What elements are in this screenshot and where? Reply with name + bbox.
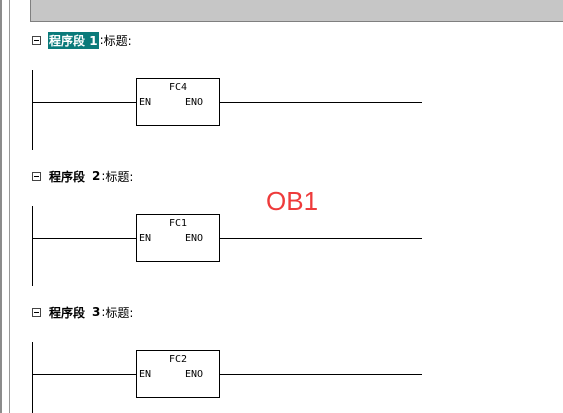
network-header[interactable]: 程序段 2 : 标题: (30, 168, 133, 184)
power-rail (32, 70, 33, 150)
function-block-fc2[interactable]: FC2 EN ENO (136, 350, 220, 398)
eno-pin: ENO (184, 97, 203, 108)
input-wire (32, 238, 136, 239)
collapse-minus-icon[interactable] (32, 171, 41, 181)
en-pin: EN (139, 369, 152, 380)
collapse-minus-icon[interactable] (32, 307, 41, 317)
network-1: 程序段 1 : 标题: FC4 EN ENO (0, 31, 563, 152)
network-label[interactable]: 程序段 (49, 169, 86, 184)
block-name: FC2 (168, 354, 188, 365)
power-rail (32, 342, 33, 413)
block-name: FC4 (168, 82, 188, 93)
function-block-fc1[interactable]: FC1 EN ENO (136, 214, 220, 262)
input-wire (32, 374, 136, 375)
output-wire (220, 102, 422, 103)
collapse-minus-icon[interactable] (32, 35, 41, 45)
output-wire (220, 238, 422, 239)
ob1-annotation: OB1 (266, 186, 319, 216)
editor-gutter-line (9, 0, 10, 413)
network-number: 3 (92, 305, 101, 319)
function-block-fc4[interactable]: FC4 EN ENO (136, 78, 220, 126)
network-label[interactable]: 程序段 (49, 305, 86, 320)
eno-pin: ENO (184, 369, 203, 380)
en-pin: EN (139, 233, 152, 244)
network-separator: : (101, 169, 106, 183)
network-number: 2 (92, 169, 101, 183)
eno-pin: ENO (184, 233, 203, 244)
network-title: 标题: (105, 169, 134, 184)
power-rail (32, 206, 33, 286)
block-name: FC1 (168, 218, 188, 229)
network-header[interactable]: 程序段 1 : 标题: (30, 31, 132, 49)
network-title: 标题: (105, 305, 134, 320)
network-3: 程序段 3 : 标题: FC2 EN ENO (0, 304, 563, 413)
en-pin: EN (139, 97, 152, 108)
output-wire (220, 374, 422, 375)
network-separator: : (101, 305, 106, 319)
input-wire (32, 102, 136, 103)
editor-left-border (0, 0, 2, 413)
network-label[interactable]: 程序段 1 (48, 31, 99, 49)
network-title: 标题: (103, 33, 132, 48)
block-header-area (30, 0, 563, 22)
network-2: 程序段 2 : 标题: FC1 EN ENO (0, 168, 563, 288)
network-separator: : (99, 33, 104, 47)
network-header[interactable]: 程序段 3 : 标题: (30, 304, 133, 320)
